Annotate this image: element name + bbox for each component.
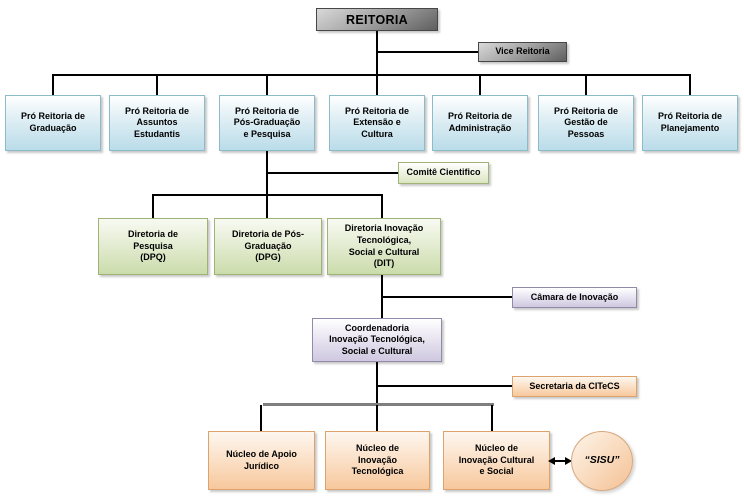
node-diretoria-pos-graduacao: Diretoria de Pós- Graduação (DPG) xyxy=(214,218,322,275)
connector-line xyxy=(152,194,383,196)
node-pro-reitoria-graduacao: Pró Reitoria de Graduação xyxy=(5,95,101,151)
node-pro-reitoria-gestao-pessoas: Pró Reitoria de Gestão de Pessoas xyxy=(538,95,634,151)
node-secretaria-citecs: Secretaria da CITeCS xyxy=(512,376,637,397)
node-nucleo-apoio-juridico: Núcleo de Apoio Jurídico xyxy=(208,431,315,490)
connector-line xyxy=(52,74,54,95)
connector-line xyxy=(156,74,158,95)
connector-line xyxy=(266,172,398,174)
connector-line xyxy=(152,194,154,218)
connector-line xyxy=(266,151,268,218)
connector-line xyxy=(689,74,691,95)
node-pro-reitoria-administracao: Pró Reitoria de Administração xyxy=(432,95,528,151)
node-reitoria: REITORIA xyxy=(316,8,438,31)
connector-line xyxy=(377,51,478,53)
node-comite-cientifico: Comitê Cientifico xyxy=(398,162,489,184)
node-vice-reitoria: Vice Reitoria xyxy=(478,42,567,62)
node-pro-reitoria-pos-graduacao-pesquisa: Pró Reitoria de Pós-Graduação e Pesquisa xyxy=(219,95,315,151)
connector-line xyxy=(479,74,481,95)
connector-line xyxy=(52,74,691,76)
connector-line xyxy=(376,405,378,431)
node-sisu-circle: “SISU” xyxy=(571,431,633,491)
connector-line xyxy=(376,31,378,95)
connector-line xyxy=(376,362,378,405)
connector-line xyxy=(585,74,587,95)
node-pro-reitoria-extensao-cultura: Pró Reitoria de Extensão e Cultura xyxy=(329,95,425,151)
connector-rail xyxy=(263,403,494,406)
node-pro-reitoria-assuntos-estudantis: Pró Reitoria de Assuntos Estudantis xyxy=(109,95,205,151)
node-coordenadoria-inovacao: Coordenadoria Inovação Tecnológica, Soci… xyxy=(312,318,442,362)
connector-line xyxy=(491,405,493,431)
node-camara-inovacao: Câmara de Inovação xyxy=(512,287,637,308)
node-nucleo-inovacao-tecnologica: Núcleo de Inovação Tecnológica xyxy=(325,431,430,490)
node-diretoria-inovacao: Diretoria Inovação Tecnológica, Social e… xyxy=(327,218,441,275)
connector-line xyxy=(382,296,512,298)
connector-line xyxy=(266,74,268,95)
connector-line xyxy=(377,385,512,387)
node-pro-reitoria-planejamento: Pró Reitoria de Planejamento xyxy=(642,95,738,151)
double-arrow-icon xyxy=(548,455,572,467)
connector-line xyxy=(260,405,262,431)
node-diretoria-pesquisa: Diretoria de Pesquisa (DPQ) xyxy=(98,218,208,275)
connector-line xyxy=(381,194,383,218)
node-nucleo-inovacao-cultural-social: Núcleo de Inovação Cultural e Social xyxy=(443,431,550,490)
